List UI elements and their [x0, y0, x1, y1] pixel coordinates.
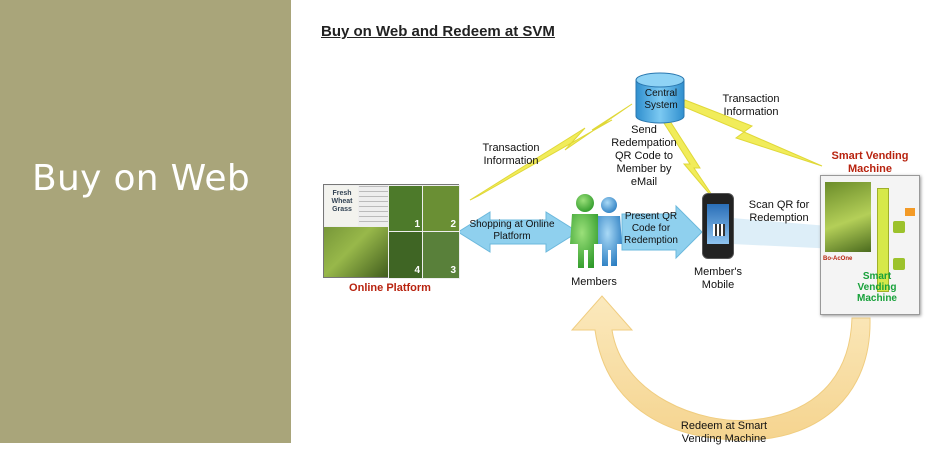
transaction-right-line1: Transaction	[722, 93, 780, 105]
photo-tile-4: 4	[388, 231, 424, 279]
shopping-label: Shopping at Online Platform	[460, 219, 564, 243]
present-arrow	[621, 204, 703, 260]
shopping-line2: Platform	[493, 231, 531, 242]
vending-panel	[877, 188, 889, 292]
photo-tile-3: 3	[422, 231, 460, 279]
members-icon	[570, 194, 622, 268]
redeem-line1: Redeem at Smart	[680, 420, 768, 432]
send-line2: Redempation	[611, 137, 677, 149]
photo-tile-2: 2	[422, 185, 460, 233]
photo-number-2: 2	[450, 219, 456, 230]
send-line5: eMail	[630, 176, 658, 188]
brand-line3: Grass	[332, 206, 352, 213]
brand-line2: Wheat	[331, 198, 353, 205]
transaction-right-line2: Information	[723, 106, 779, 118]
transaction-info-left: Transaction Information	[476, 142, 546, 168]
present-qr-label: Present QR Code for Redemption	[622, 211, 680, 247]
qr-code-icon	[713, 224, 725, 236]
svm-green-line1: Smart	[862, 271, 892, 282]
brand-tile: Fresh Wheat Grass	[324, 185, 360, 227]
central-system-line2: System	[644, 100, 678, 111]
vending-logo: Bo-AcOne	[823, 256, 853, 262]
database-icon	[635, 72, 685, 124]
transaction-left-line2: Information	[483, 155, 539, 167]
svm-green-label: Smart Vending Machine	[839, 271, 915, 304]
shopping-line1: Shopping at Online	[469, 219, 555, 230]
present-line3: Redemption	[624, 235, 678, 246]
svm-top-line1: Smart Vending	[831, 150, 909, 162]
online-platform-label: Online Platform	[349, 282, 431, 294]
online-platform-image: Fresh Wheat Grass 1 2 4 3	[323, 184, 460, 279]
photo-number-4: 4	[414, 265, 420, 276]
transaction-info-right: Transaction Information	[716, 93, 786, 119]
photo-tile-1: 1	[388, 185, 424, 233]
mobile-phone-icon	[702, 193, 734, 259]
mobile-label: Member's Mobile	[690, 266, 746, 292]
side-panel: Buy on Web	[0, 0, 291, 443]
present-line1: Present QR	[624, 211, 678, 222]
send-line4: Member by	[616, 163, 672, 175]
vending-button-1	[893, 221, 905, 233]
photo-number-3: 3	[450, 265, 456, 276]
brand-line1: Fresh	[332, 190, 352, 197]
vending-button-2	[893, 258, 905, 270]
vending-poster	[825, 182, 871, 252]
side-panel-title: Buy on Web	[32, 158, 251, 199]
svm-green-line3: Machine	[856, 293, 897, 304]
members-label: Members	[571, 276, 617, 288]
redeem-label: Redeem at Smart Vending Machine	[662, 420, 786, 446]
phone-screen	[707, 204, 729, 244]
redeem-line2: Vending Machine	[681, 433, 767, 445]
central-system-line1: Central	[644, 88, 678, 99]
brand-text-tile	[358, 185, 390, 227]
photo-number-1: 1	[414, 219, 420, 230]
slide-title: Buy on Web and Redeem at SVM	[321, 23, 555, 40]
redeem-arrow	[570, 295, 871, 441]
mobile-line2: Mobile	[701, 279, 735, 291]
scan-line2: Redemption	[749, 212, 809, 224]
lightning-center	[661, 117, 719, 205]
svm-green-line2: Vending	[857, 282, 897, 293]
central-system-label: Central System	[641, 88, 681, 112]
vending-machine-icon: Bo-AcOne Smart Vending Machine	[820, 175, 920, 315]
send-qr-label: Send Redempation QR Code to Member by eM…	[606, 124, 682, 189]
transaction-left-line1: Transaction	[482, 142, 540, 154]
scan-line1: Scan QR for	[748, 199, 810, 211]
vending-indicator	[905, 208, 915, 216]
lightning-left	[469, 103, 633, 201]
lightning-right	[681, 99, 823, 167]
send-line1: Send	[631, 124, 657, 136]
svm-top-line2: Machine	[847, 163, 892, 175]
mobile-line1: Member's	[694, 266, 742, 278]
send-line3: QR Code to	[614, 150, 674, 162]
present-line2: Code for	[631, 223, 671, 234]
scan-qr-label: Scan QR for Redemption	[740, 199, 818, 225]
svm-title-label: Smart Vending Machine	[818, 150, 922, 176]
